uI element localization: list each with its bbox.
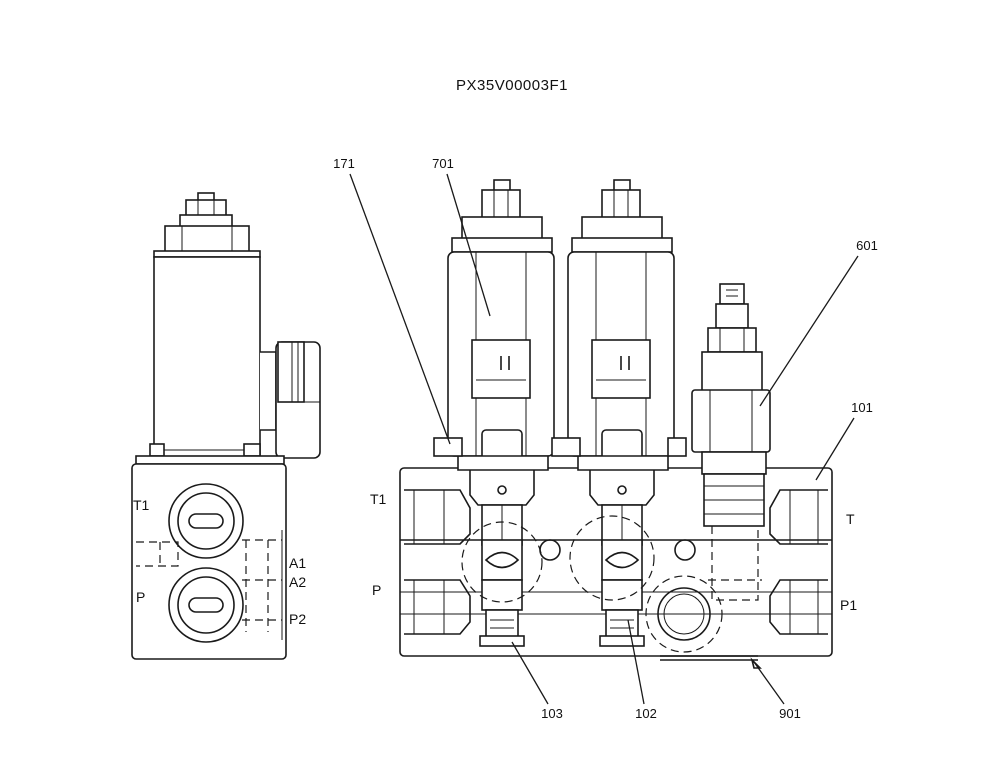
relief-valve (645, 283, 771, 653)
connector-blocks (433, 437, 687, 457)
side-solenoid-nut (164, 192, 250, 253)
drawing-title: PX35V00003F1 (456, 77, 568, 94)
front-port-t1-label: T1 (370, 491, 387, 507)
side-port-t1-label: T1 (133, 497, 150, 513)
side-port-a1-label: A1 (289, 555, 306, 571)
solenoid-valve-2 (567, 179, 696, 647)
callout-171: 171 (333, 156, 355, 171)
side-view: T1 P A1 A2 P2 (131, 192, 321, 660)
callout-701: 701 (432, 156, 454, 171)
left-ports (404, 489, 471, 635)
side-port-p-label: P (136, 589, 145, 605)
callout-103: 103 (541, 706, 563, 721)
callout-901: 901 (779, 706, 801, 721)
right-ports (769, 489, 828, 635)
solenoid-valve-1 (447, 179, 561, 647)
side-port-p2-label: P2 (289, 611, 306, 627)
callout-101: 101 (851, 400, 873, 415)
front-port-p-label: P (372, 582, 381, 598)
side-connector (260, 341, 321, 459)
front-port-p1-label: P1 (840, 597, 857, 613)
callout-601: 601 (856, 238, 878, 253)
side-valve-block (131, 463, 287, 660)
side-port-a2-label: A2 (289, 574, 306, 590)
callout-102: 102 (635, 706, 657, 721)
front-port-t-label: T (846, 511, 855, 527)
side-solenoid-coil (153, 250, 261, 458)
front-view: T1 P T P1 (370, 179, 857, 661)
callouts: 171 701 601 101 103 102 901 (333, 156, 878, 721)
